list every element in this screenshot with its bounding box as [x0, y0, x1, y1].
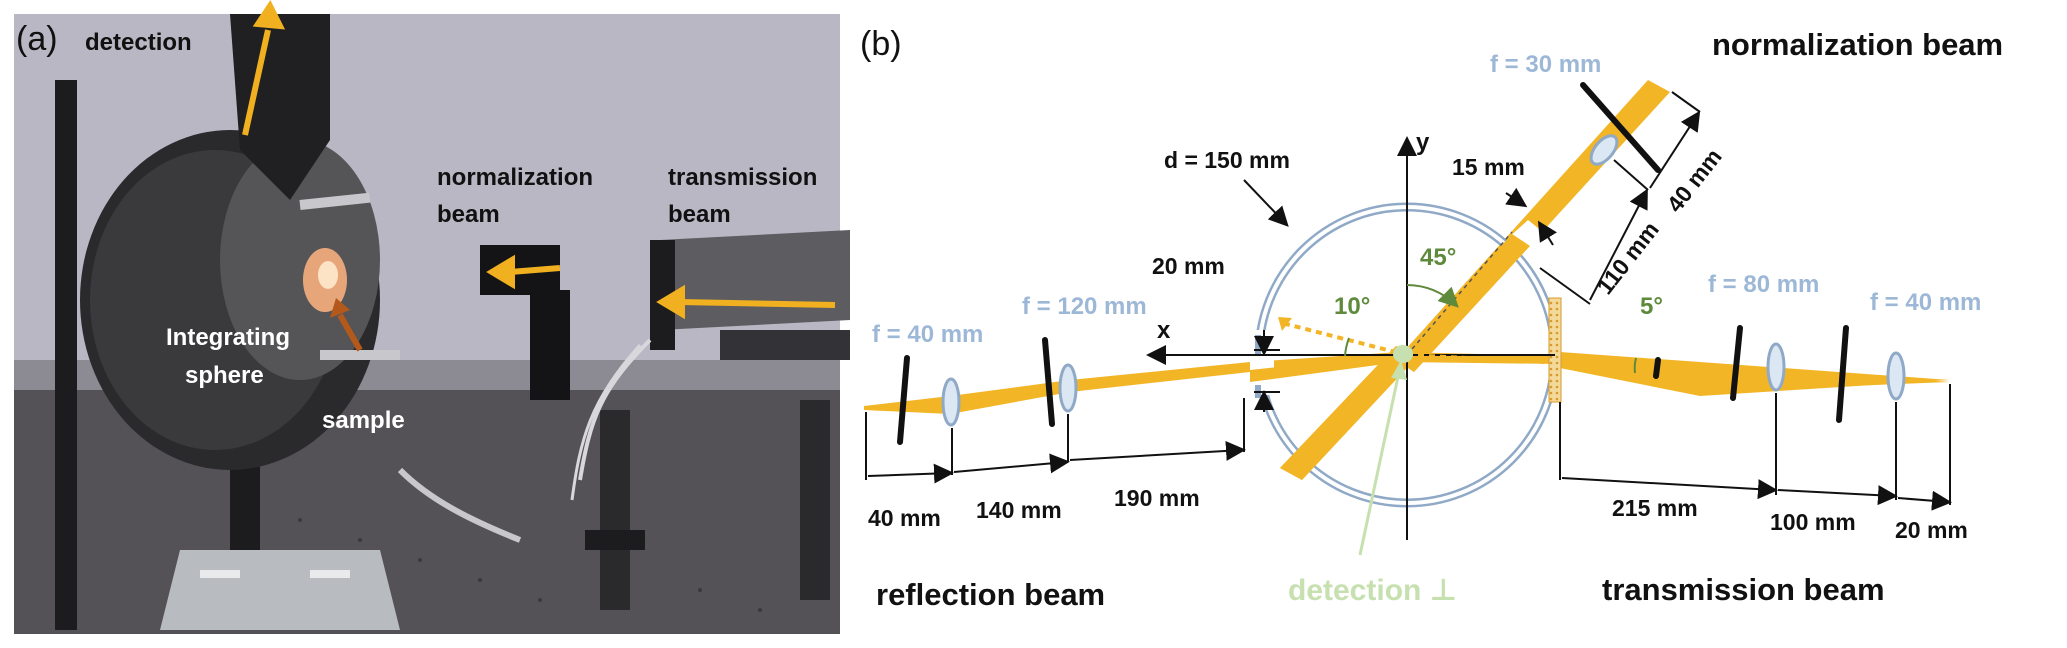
lens-label-trans-outer: f = 40 mm	[1870, 289, 1981, 316]
lens-trans-inner	[1766, 342, 1786, 392]
label-detection: detection	[85, 29, 192, 56]
dim-trans-20: 20 mm	[1895, 517, 1968, 543]
arc-5	[1633, 357, 1637, 374]
aperture-refl-inner	[1042, 337, 1055, 427]
title-normalization-beam: normalization beam	[1712, 27, 2003, 62]
dim-refl-40: 40 mm	[868, 505, 941, 531]
dim-trans-215: 215 mm	[1612, 495, 1698, 521]
axis-x-label: x	[1157, 317, 1171, 344]
aperture-refl-outer	[897, 355, 910, 445]
dim-port-offset: 20 mm	[1152, 253, 1225, 279]
lens-label-refl-outer: f = 40 mm	[872, 321, 983, 348]
lens-refl-outer	[941, 377, 961, 427]
lens-label-trans-inner: f = 80 mm	[1708, 271, 1819, 298]
axis-y-label: y	[1416, 129, 1430, 156]
photo-panel: (a) detection normalization beam transmi…	[14, 0, 850, 634]
detection-port	[230, 14, 330, 200]
aperture-trans-a	[1730, 325, 1743, 401]
title-reflection-beam: reflection beam	[876, 577, 1105, 612]
aperture-trans-b	[1836, 325, 1849, 423]
dim-trans-100: 100 mm	[1770, 509, 1856, 535]
axes	[1146, 136, 1555, 540]
label-normalization-2: beam	[437, 201, 500, 228]
base-plate	[160, 550, 400, 630]
angle-45: 45°	[1420, 244, 1456, 271]
lens-trans-outer	[1886, 351, 1906, 401]
title-detection: detection ⊥	[1288, 574, 1457, 607]
label-sphere-2: sphere	[185, 362, 264, 389]
frame-post	[55, 80, 77, 630]
angle-10: 10°	[1334, 293, 1370, 320]
normal-dashed	[1406, 231, 1513, 356]
dim-refl-140: 140 mm	[976, 497, 1062, 523]
aperture-norm	[1580, 82, 1661, 173]
title-transmission-beam: transmission beam	[1602, 572, 1885, 607]
setup-schematic: y x	[850, 0, 2067, 648]
aperture-bars	[897, 82, 1849, 445]
lens-label-norm: f = 30 mm	[1490, 51, 1601, 78]
lens-refl-inner	[1058, 363, 1078, 413]
angle-5: 5°	[1640, 293, 1663, 320]
label-transmission-1: transmission	[668, 164, 817, 191]
transmission-dotted	[1406, 353, 1547, 364]
label-sample: sample	[322, 407, 405, 434]
lens-label-refl-inner: f = 120 mm	[1022, 293, 1147, 320]
label-sphere-1: Integrating	[166, 324, 290, 351]
reflection-beam	[864, 362, 1250, 414]
dimension-lines	[865, 91, 1952, 511]
label-normalization-1: normalization	[437, 164, 593, 191]
panel-b-tag: (b)	[860, 25, 902, 63]
lenses	[941, 134, 1906, 427]
arc-10	[1344, 337, 1350, 357]
transmission-tube	[660, 230, 850, 330]
dim-diameter: d = 150 mm	[1164, 147, 1290, 173]
arc-45	[1406, 284, 1459, 308]
dim-refl-190: 190 mm	[1114, 485, 1200, 511]
optical-post	[600, 410, 630, 610]
lens-norm	[1589, 134, 1619, 166]
reflection-dotted	[1281, 321, 1408, 357]
aperture-sample-right	[1653, 357, 1661, 379]
sample-point	[1393, 345, 1413, 363]
detection-arrow	[1358, 371, 1401, 556]
label-transmission-2: beam	[668, 201, 731, 228]
panel-a-tag: (a)	[16, 20, 58, 58]
beam-arrows	[242, 0, 836, 320]
sample-plate	[1548, 297, 1562, 403]
dim-port-15: 15 mm	[1452, 154, 1525, 180]
